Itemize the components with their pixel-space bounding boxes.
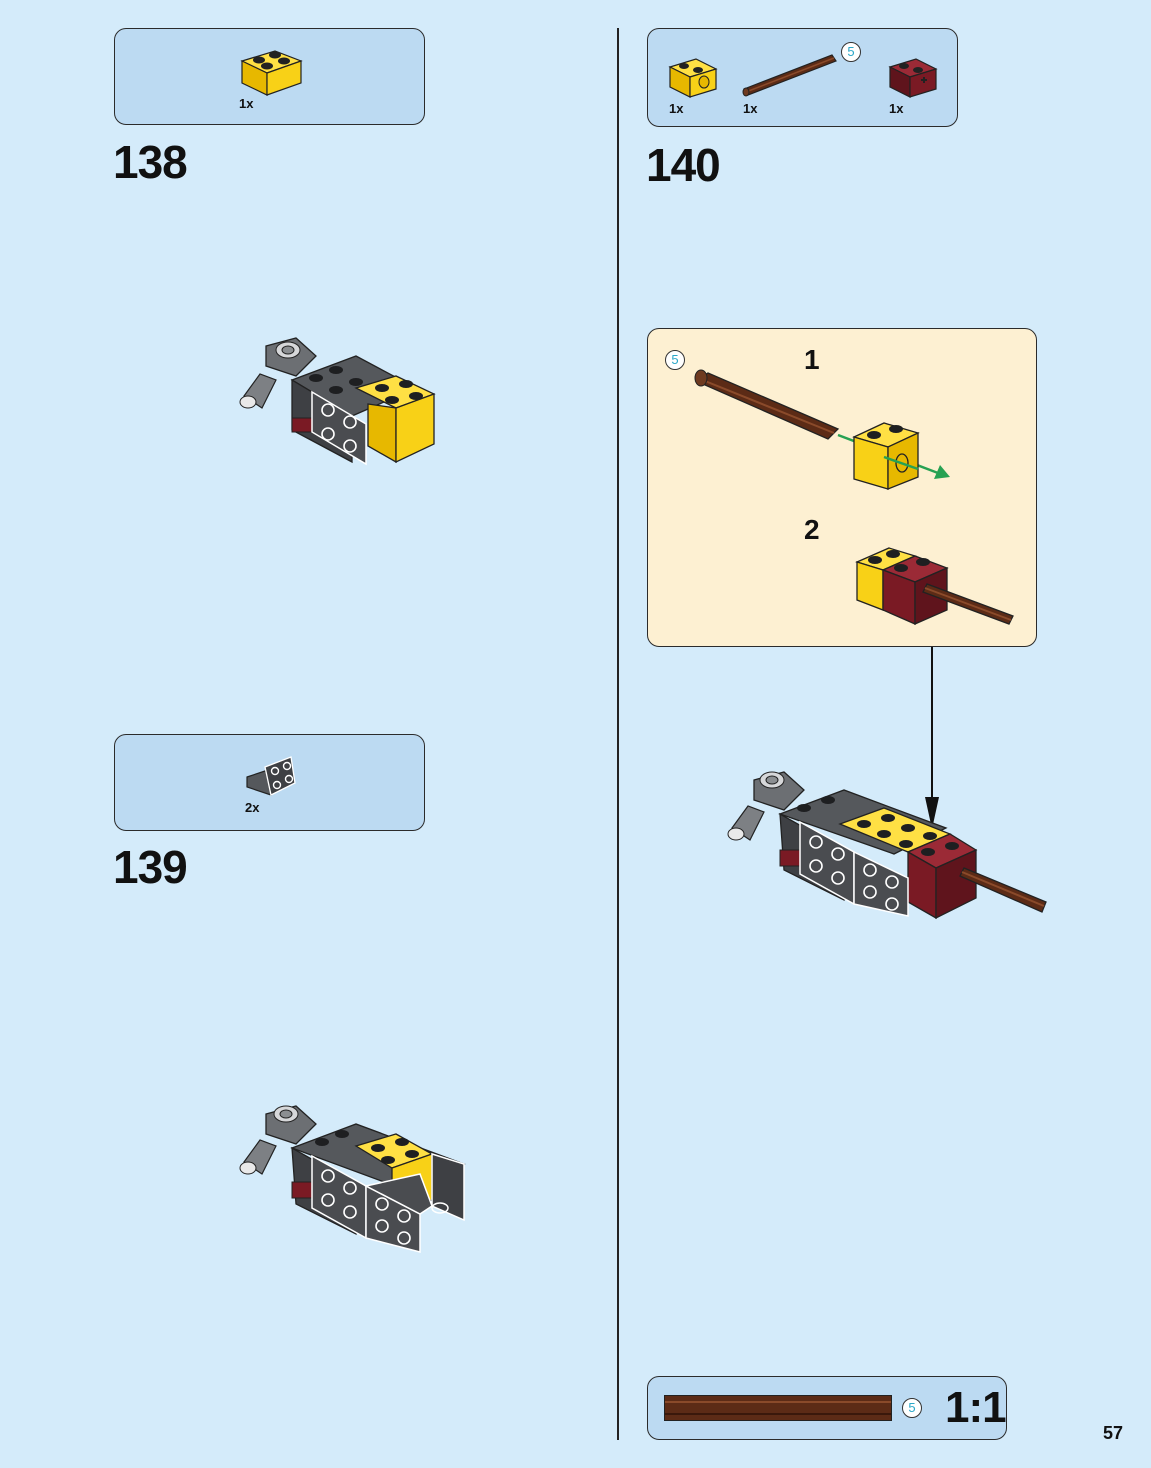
axle-length-badge: 5 — [665, 350, 685, 370]
axle-scale-bar — [664, 1395, 892, 1421]
part-quantity: 1x — [743, 101, 758, 116]
scale-check-callout: 5 1:1 — [647, 1376, 1007, 1440]
model-assembly-138-illustration — [239, 337, 436, 466]
dark-gray-bracket-1x2-2x2-icon — [246, 756, 296, 796]
yellow-technic-brick-1x2-icon — [668, 58, 718, 98]
dark-red-technic-brick-axle-hole-icon — [888, 58, 938, 98]
part-quantity: 1x — [239, 96, 254, 111]
page-number: 57 — [1102, 1423, 1123, 1443]
brown-axle-5-icon — [742, 54, 837, 97]
substep-number-2: 2 — [804, 514, 820, 545]
substep-number-1: 1 — [804, 344, 820, 375]
placement-arrow — [925, 647, 939, 829]
axle-length-badge: 5 — [841, 42, 861, 62]
parts-callout-139: 2x — [114, 734, 425, 831]
substep-1-illustration — [694, 369, 950, 490]
step-number-138: 138 — [113, 136, 188, 188]
part-quantity: 2x — [245, 800, 260, 815]
sub-assembly-panel: 5 1 2 — [647, 328, 1037, 647]
part-quantity: 1x — [669, 101, 684, 116]
step-number-140: 140 — [646, 139, 721, 191]
axle-length-badge: 5 — [902, 1398, 922, 1418]
step-number-139: 139 — [113, 841, 188, 893]
parts-callout-140: 1x 1x 5 1x — [647, 28, 958, 127]
parts-callout-138: 1x — [114, 28, 425, 125]
model-assembly-139-illustration — [239, 1105, 466, 1253]
substep-2-illustration — [855, 547, 1014, 625]
model-assembly-140-illustration — [727, 771, 1047, 920]
column-divider — [617, 28, 619, 1440]
scale-label: 1:1 — [945, 1383, 1007, 1432]
part-quantity: 1x — [889, 101, 904, 116]
yellow-brick-2x2-icon — [240, 50, 303, 96]
